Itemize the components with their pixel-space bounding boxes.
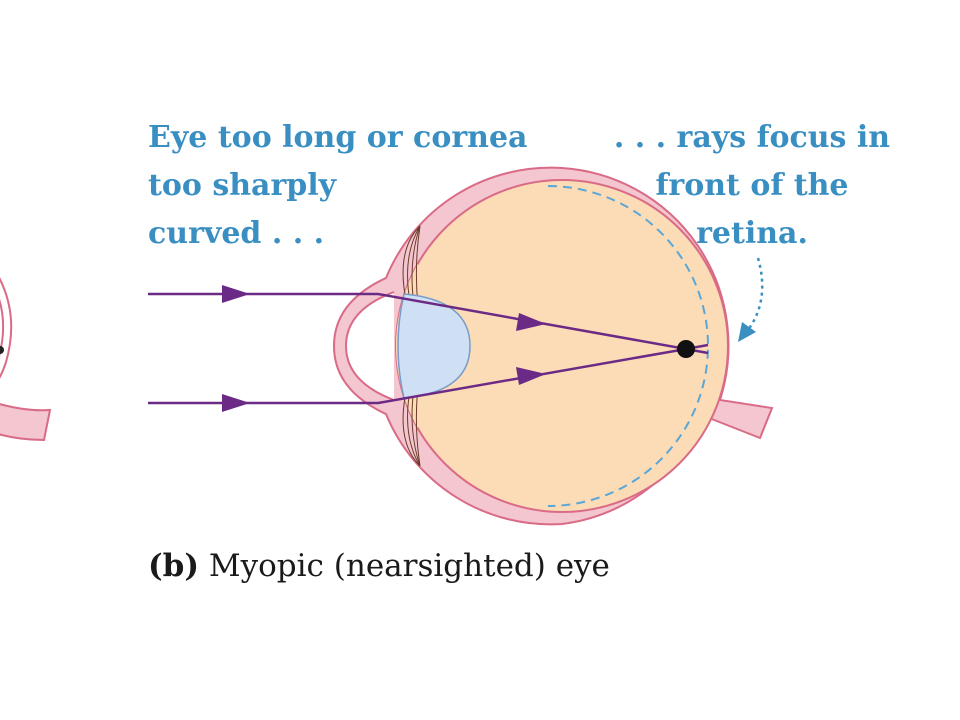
cause-line-1: Eye too long or cornea (148, 120, 528, 155)
effect-line-3: retina. (696, 216, 808, 251)
caption-text: Myopic (nearsighted) eye (208, 548, 610, 584)
ray-arrows (222, 285, 546, 412)
adjacent-eye-fragment (0, 277, 52, 442)
figure-caption: (b) Myopic (nearsighted) eye (148, 548, 610, 584)
cause-line-2: too sharply (148, 168, 337, 203)
effect-annotation: . . . rays focus in front of the retina. (612, 114, 892, 258)
effect-line-1: . . . rays focus in (613, 120, 891, 155)
retina (547, 185, 709, 507)
light-ray-arrow (516, 313, 546, 331)
light-ray-arrow (516, 367, 546, 385)
focal-point-dot (677, 340, 695, 358)
light-ray-arrow (222, 285, 250, 303)
cause-line-3: curved . . . (148, 216, 325, 251)
crystalline-lens (397, 293, 471, 399)
light-ray-arrow (222, 394, 250, 412)
dotted-pointer-arrow (738, 257, 764, 342)
effect-line-2: front of the (655, 168, 849, 203)
cause-annotation: Eye too long or cornea too sharply curve… (148, 114, 527, 258)
caption-tag: (b) (148, 548, 200, 584)
